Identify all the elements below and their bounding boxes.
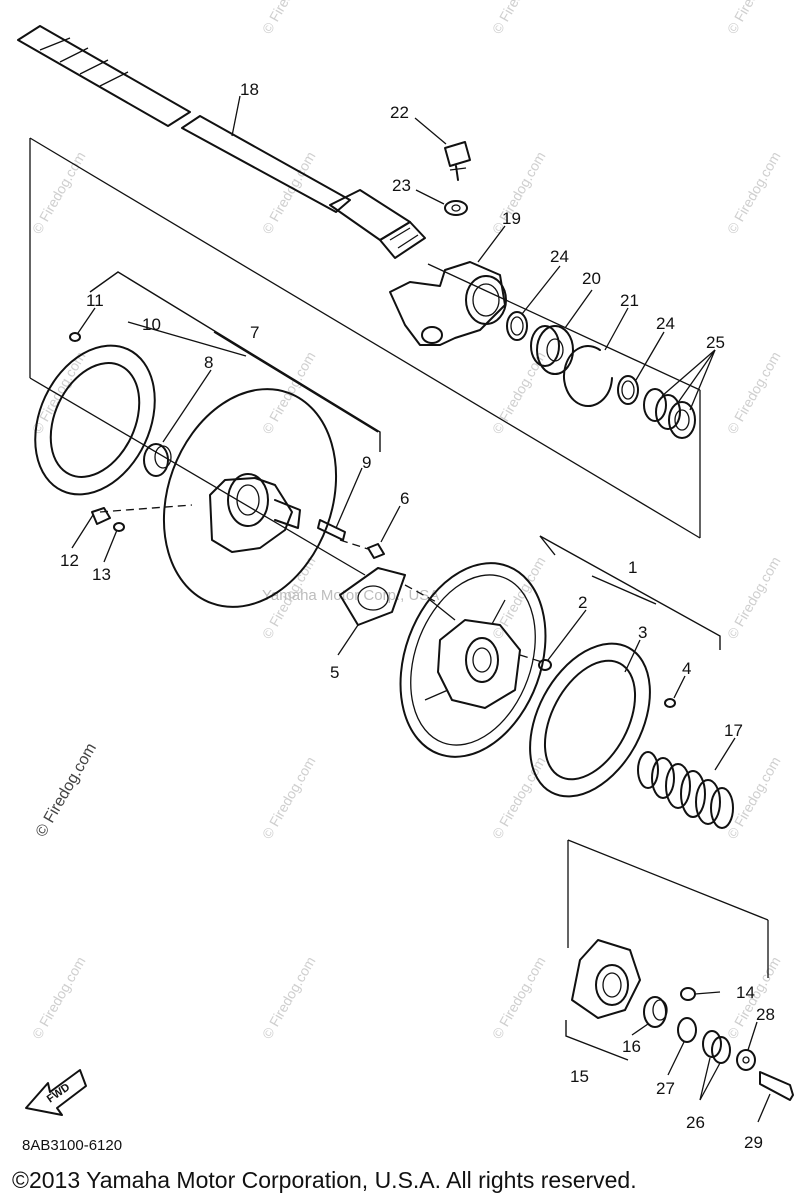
washers-26 bbox=[702, 1030, 731, 1064]
drive-shaft bbox=[17, 25, 426, 259]
watermark: © Firedog.com bbox=[29, 954, 89, 1042]
bushing-16 bbox=[643, 996, 668, 1028]
callout-4: 4 bbox=[682, 659, 691, 678]
movable-sheave-1 bbox=[399, 562, 547, 758]
watermark: © Firedog.com bbox=[259, 0, 319, 36]
watermark: © Firedog.com bbox=[724, 149, 784, 237]
callout-9: 9 bbox=[362, 453, 371, 472]
watermark-center: Yamaha Motor Corp., USA bbox=[262, 587, 439, 604]
callout-24b: 24 bbox=[656, 314, 675, 333]
washer-28 bbox=[736, 1049, 756, 1071]
bearing-20 bbox=[530, 325, 574, 375]
assembly-axis bbox=[99, 504, 543, 663]
callout-21: 21 bbox=[620, 291, 639, 310]
callout-28: 28 bbox=[756, 1005, 775, 1024]
washer-13 bbox=[113, 522, 125, 532]
watermark: © Firedog.com bbox=[724, 754, 784, 842]
watermark: © Firedog.com bbox=[489, 0, 549, 36]
assembly-outline bbox=[29, 137, 769, 978]
collar-27 bbox=[677, 1017, 697, 1043]
callout-25: 25 bbox=[706, 333, 725, 352]
callout-24a: 24 bbox=[550, 247, 569, 266]
watermark: © Firedog.com bbox=[724, 349, 784, 437]
watermark: © Firedog.com bbox=[724, 0, 784, 36]
forward-arrow-icon: FWD bbox=[25, 1069, 87, 1116]
watermark: © Firedog.com bbox=[489, 554, 549, 642]
callout-29: 29 bbox=[744, 1133, 763, 1152]
seals-25 bbox=[643, 388, 696, 439]
callout-11: 11 bbox=[86, 291, 104, 310]
bolt-29 bbox=[759, 1071, 794, 1101]
group-brackets bbox=[89, 271, 721, 1061]
callout-20: 20 bbox=[582, 269, 601, 288]
bushing-8 bbox=[143, 443, 172, 477]
watermark: © Firedog.com bbox=[489, 954, 549, 1042]
fixed-sheave-7 bbox=[162, 388, 338, 608]
nut-14 bbox=[680, 987, 696, 1001]
spring-17 bbox=[637, 751, 734, 829]
callout-17: 17 bbox=[724, 721, 743, 740]
watermark: © Firedog.com bbox=[29, 149, 89, 237]
leader-lines bbox=[71, 95, 771, 1123]
screw-11 bbox=[69, 332, 81, 342]
callout-16: 16 bbox=[622, 1037, 641, 1056]
watermark: © Firedog.com bbox=[489, 754, 549, 842]
spring-seat-15 bbox=[571, 939, 641, 1019]
bearing-bracket bbox=[389, 261, 507, 346]
watermark: © Firedog.com bbox=[724, 554, 784, 642]
callout-23: 23 bbox=[392, 176, 411, 195]
callout-27: 27 bbox=[656, 1079, 675, 1098]
circlip-24a bbox=[506, 311, 528, 341]
bolt-22 bbox=[444, 141, 471, 181]
callout-5: 5 bbox=[330, 663, 339, 682]
screw-4 bbox=[664, 698, 676, 708]
gasket-5 bbox=[339, 567, 406, 626]
callout-6: 6 bbox=[400, 489, 409, 508]
circlip-24b bbox=[617, 375, 639, 405]
callout-2: 2 bbox=[578, 593, 587, 612]
callout-13: 13 bbox=[92, 565, 111, 584]
callout-26: 26 bbox=[686, 1113, 705, 1132]
callout-19: 19 bbox=[502, 209, 521, 228]
bolt-6 bbox=[367, 543, 385, 559]
callout-12: 12 bbox=[60, 551, 79, 570]
watermark: © Firedog.com bbox=[259, 149, 319, 237]
snap-ring-21 bbox=[563, 345, 613, 408]
callout-10: 10 bbox=[142, 315, 161, 334]
watermark: © Firedog.com bbox=[259, 754, 319, 842]
cover-plate-3 bbox=[529, 642, 651, 798]
callout-8: 8 bbox=[204, 353, 213, 372]
bolt-12 bbox=[91, 507, 111, 525]
callout-15: 15 bbox=[570, 1067, 589, 1086]
copyright-notice: ©2013 Yamaha Motor Corporation, U.S.A. A… bbox=[12, 1167, 637, 1193]
callout-3: 3 bbox=[638, 623, 647, 642]
bolt-2 bbox=[538, 659, 552, 671]
callout-1: 1 bbox=[628, 558, 637, 577]
callout-22: 22 bbox=[390, 103, 409, 122]
watermark: © Firedog.com bbox=[259, 954, 319, 1042]
callout-labels: 18 22 23 19 24 20 21 24 25 11 10 7 8 9 6… bbox=[60, 80, 775, 1152]
callout-14: 14 bbox=[736, 983, 755, 1002]
diagram-code: 8AB3100-6120 bbox=[22, 1137, 122, 1154]
callout-7: 7 bbox=[250, 323, 259, 342]
callout-18: 18 bbox=[240, 80, 259, 99]
washer-23 bbox=[444, 200, 468, 216]
watermark: © Firedog.com bbox=[29, 349, 89, 437]
watermark: © Firedog.com bbox=[33, 740, 100, 840]
cover-plate-10 bbox=[34, 344, 156, 496]
